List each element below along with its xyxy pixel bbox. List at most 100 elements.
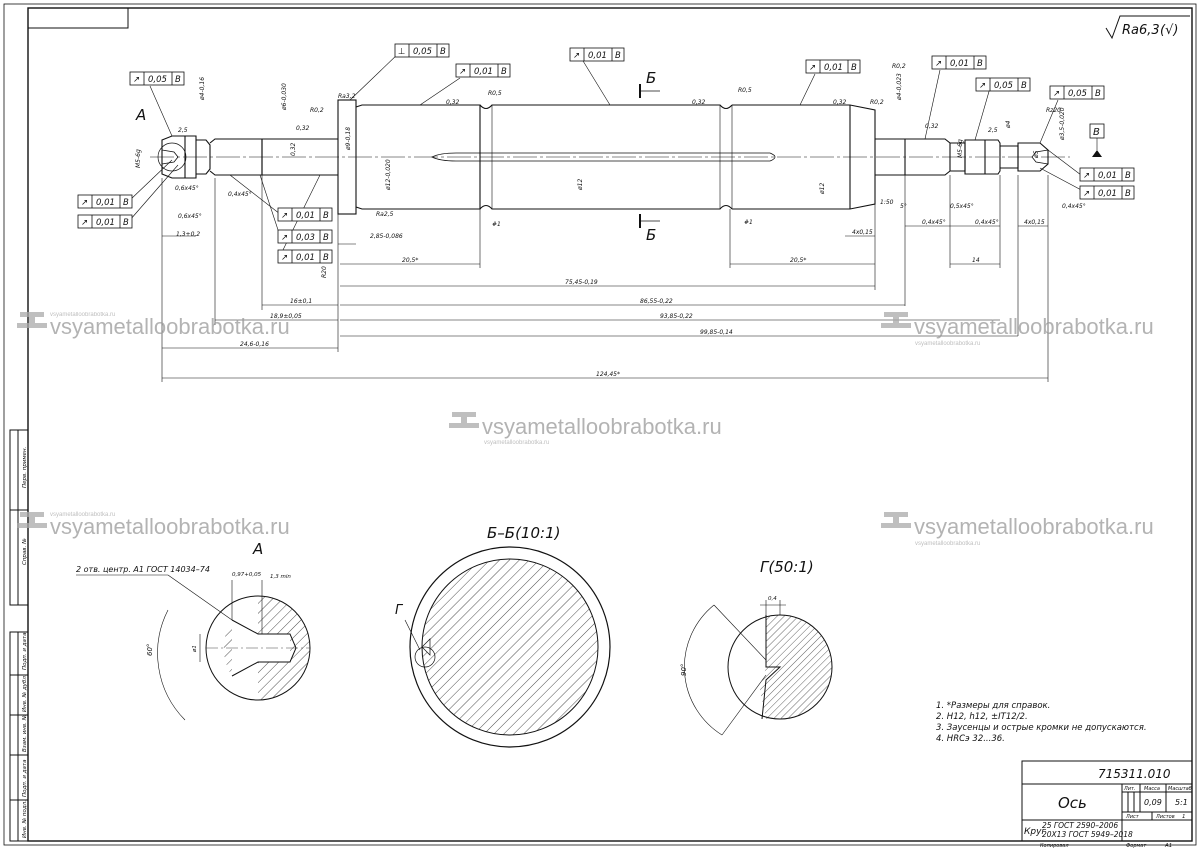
frame-base: В (175, 75, 181, 85)
frame-base: В (1095, 89, 1101, 99)
watermarks: vsyametalloobrabotka.ru vsyametalloobrab… (17, 312, 1154, 547)
note-2: 2. Н12, h12, ±IT12/2. (936, 712, 1028, 722)
dimension-label: 2,5 (178, 127, 188, 134)
centre-holes (161, 149, 1049, 165)
frame-value: 0,05 (1068, 89, 1087, 99)
frame-value: 0,01 (96, 198, 115, 208)
dimension-label: ø9-0,18 (345, 127, 352, 151)
datum-b: В (1089, 123, 1105, 157)
dimension-label: 0,4х45° (922, 219, 946, 226)
svg-text:vsyametalloobrabotka.ru: vsyametalloobrabotka.ru (50, 514, 290, 539)
frame-value: 0,05 (994, 81, 1013, 91)
detail-g-view: Г(50:1) 0,4 90° (680, 558, 833, 736)
stamp-sign-date-2: Подп. и дата (22, 759, 28, 797)
section-bb-view: Б–Б(10:1) Г (395, 524, 611, 748)
frame-base: В (501, 67, 507, 77)
dimension-label: 99,85-0,14 (700, 329, 733, 336)
material-prefix: Круг (1024, 827, 1046, 837)
svg-text:vsyametalloobrabotka.ru: vsyametalloobrabotka.ru (50, 312, 115, 318)
frame-value: 0,05 (148, 75, 167, 85)
watermark-1: vsyametalloobrabotka.ru vsyametalloobrab… (17, 312, 290, 339)
frame-base: В (1125, 171, 1131, 181)
dimension-label: 24,6-0,16 (240, 341, 269, 348)
frame-symbol: ↗ (81, 198, 88, 208)
material-line-1: 25 ГОСТ 2590–2006 (1042, 821, 1118, 830)
dimension-label: 0,32 (692, 99, 706, 106)
dimension-label: 2,5 (988, 127, 998, 134)
frame-symbol: ↗ (281, 211, 288, 221)
detail-a-dia: ø1 (192, 645, 198, 653)
frame-base: В (615, 51, 621, 61)
dimension-label: ø6-0,030 (281, 83, 288, 111)
section-mark-bottom: Б (646, 226, 656, 244)
dimension-label: 18,9±0,05 (270, 313, 302, 320)
detail-a-centre-note: 2 отв. центр. А1 ГОСТ 14034–74 (76, 565, 210, 574)
dimension-label: 0,32 (925, 123, 939, 130)
dimension-label: ø12 (577, 179, 584, 191)
detail-g-angle: 90° (680, 664, 688, 676)
dimension-label: ø4 (1005, 120, 1012, 129)
stamp-dup-inv: Инв. № дубл. (22, 674, 28, 712)
dimension-label: 0,32 (833, 99, 847, 106)
dimension-label: ø12 (819, 183, 826, 195)
dimension-label: ø12-0,020 (385, 159, 392, 191)
frame-base: В (323, 233, 329, 243)
note-1: 1. *Размеры для справок. (936, 701, 1050, 711)
section-bb-title: Б–Б(10:1) (487, 524, 560, 542)
dimension-label: R0,5 (488, 90, 502, 97)
frame-value: 0,01 (296, 253, 315, 263)
dimension-label: 0,4х45° (975, 219, 999, 226)
frame-value: 0,01 (588, 51, 607, 61)
note-3: 3. Заусенцы и острые кромки не допускают… (936, 723, 1147, 733)
frame-symbol: ↗ (281, 233, 288, 243)
tolerance-frame: ↗ 0,03 В (277, 229, 333, 244)
title-block (1021, 760, 1193, 842)
tolerance-frame: ↗ 0,05 В (129, 71, 185, 86)
svg-text:vsyametalloobrabotka.ru: vsyametalloobrabotka.ru (50, 512, 115, 518)
frame-symbol: ↗ (1083, 171, 1090, 181)
roughness-value: Ra6,3 (1122, 23, 1160, 38)
detail-g-title: Г(50:1) (760, 558, 814, 576)
dimension-texts: 20,5*20,5*75,45-0,1986,55-0,2216±0,193,8… (135, 63, 1086, 378)
col-lit: Лит. (1123, 786, 1136, 792)
sheets-value: 1 (1182, 814, 1186, 820)
dimension-label: 124,45* (596, 371, 620, 378)
frame-base: В (1021, 81, 1027, 91)
frame-value: 0,01 (96, 218, 115, 228)
section-marks: Б Б А (135, 69, 660, 244)
watermark-5: vsyametalloobrabotka.ru vsyametalloobrab… (881, 512, 1154, 547)
shaft-outline (150, 99, 1070, 215)
stamp-orig-inv: Инв. № подл. (22, 800, 28, 838)
dimension-label: 0,6х45° (175, 185, 199, 192)
stamp-ref-no: Справ. № (22, 538, 28, 565)
col-scale: Масштаб (1168, 786, 1192, 792)
frame-symbol: ⊥ (398, 47, 405, 57)
frame-symbol: ↗ (979, 81, 986, 91)
dimension-label: 20,5* (790, 257, 806, 264)
dimension-label: #1 (744, 219, 753, 226)
dimension-label: 0,32 (446, 99, 460, 106)
frame-symbol: ↗ (81, 218, 88, 228)
frame-symbol: ↗ (1083, 189, 1090, 199)
dimension-label: 0,4х45° (1062, 203, 1086, 210)
dimension-label: М5-6g (135, 149, 142, 168)
detail-a-angle: 60° (146, 644, 154, 656)
detail-a-d2: 1,3 min (270, 574, 291, 580)
dimension-label: ø5 (1033, 150, 1040, 159)
title-block-text: 715311.010 Ось Лит. Масса Масштаб 0,09 5… (1024, 767, 1192, 849)
dimension-label: Rz20 (1046, 107, 1061, 114)
dimension-label: 5° (900, 203, 907, 210)
format-label: Формат (1126, 843, 1147, 849)
frame-value: 0,03 (296, 233, 315, 243)
frame-symbol: ↗ (133, 75, 140, 85)
frame-value: 0,05 (413, 47, 432, 57)
svg-text:vsyametalloobrabotka.ru: vsyametalloobrabotka.ru (915, 341, 980, 347)
